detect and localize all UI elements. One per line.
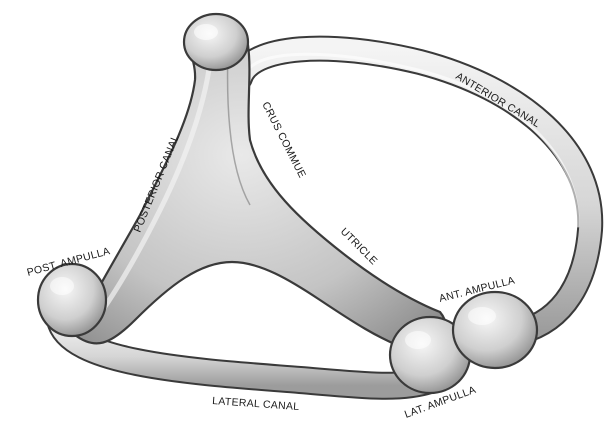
crus-top-bulb (184, 14, 248, 70)
anterior-canal (240, 49, 590, 332)
crus-and-utricle-body (75, 25, 446, 351)
label-lateral-canal: LATERAL CANAL (212, 395, 300, 413)
label-crus-commune: CRUS COMMUE (259, 100, 308, 180)
posterior-ampulla (38, 264, 106, 336)
anterior-ampulla (453, 292, 537, 368)
